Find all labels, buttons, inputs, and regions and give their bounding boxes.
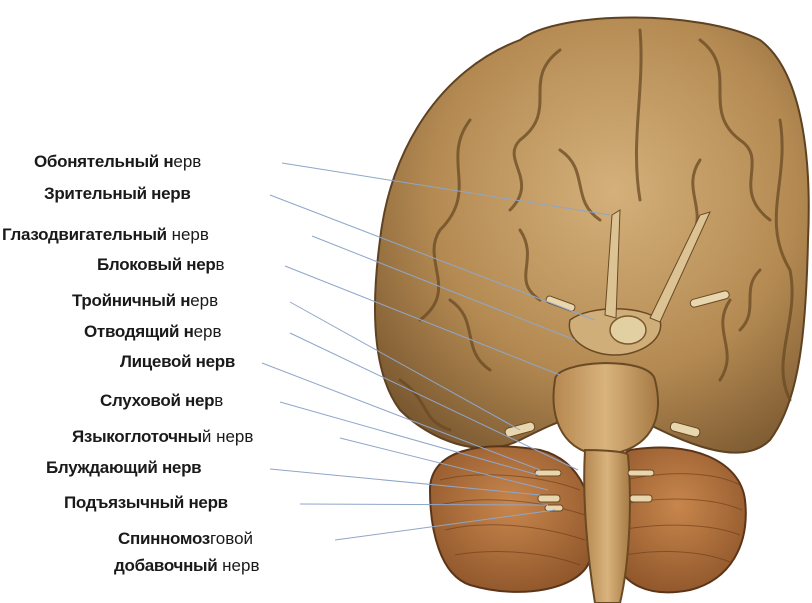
label-vestibulocochlear-nerve: Слуховой нерв	[100, 391, 223, 411]
medulla	[584, 450, 630, 603]
label-abducens-nerve: Отводящий нерв	[84, 322, 222, 342]
label-vagus-nerve: Блуждающий нерв	[46, 458, 201, 478]
label-trochlear-nerve: Блоковый нерв	[97, 255, 225, 275]
label-optic-nerve: Зрительный нерв	[44, 184, 191, 204]
label-facial-nerve: Лицевой нерв	[120, 352, 235, 372]
label-glossopharyngeal-nerve: Языкоглоточный нерв	[72, 427, 253, 447]
label-trigeminal-nerve: Тройничный нерв	[72, 291, 218, 311]
pons	[553, 363, 657, 455]
label-hypoglossal-nerve: Подъязычный нерв	[64, 493, 228, 513]
label-accessory-nerve-line1: Спинномозговой	[118, 529, 253, 549]
pituitary	[610, 316, 646, 344]
label-accessory-nerve-line2: добавочный нерв	[114, 556, 260, 576]
label-olfactory-nerve: Обонятельный нерв	[34, 152, 201, 172]
cerebellum-left	[430, 446, 593, 591]
label-oculomotor-nerve: Глазодвигательный нерв	[2, 225, 209, 245]
